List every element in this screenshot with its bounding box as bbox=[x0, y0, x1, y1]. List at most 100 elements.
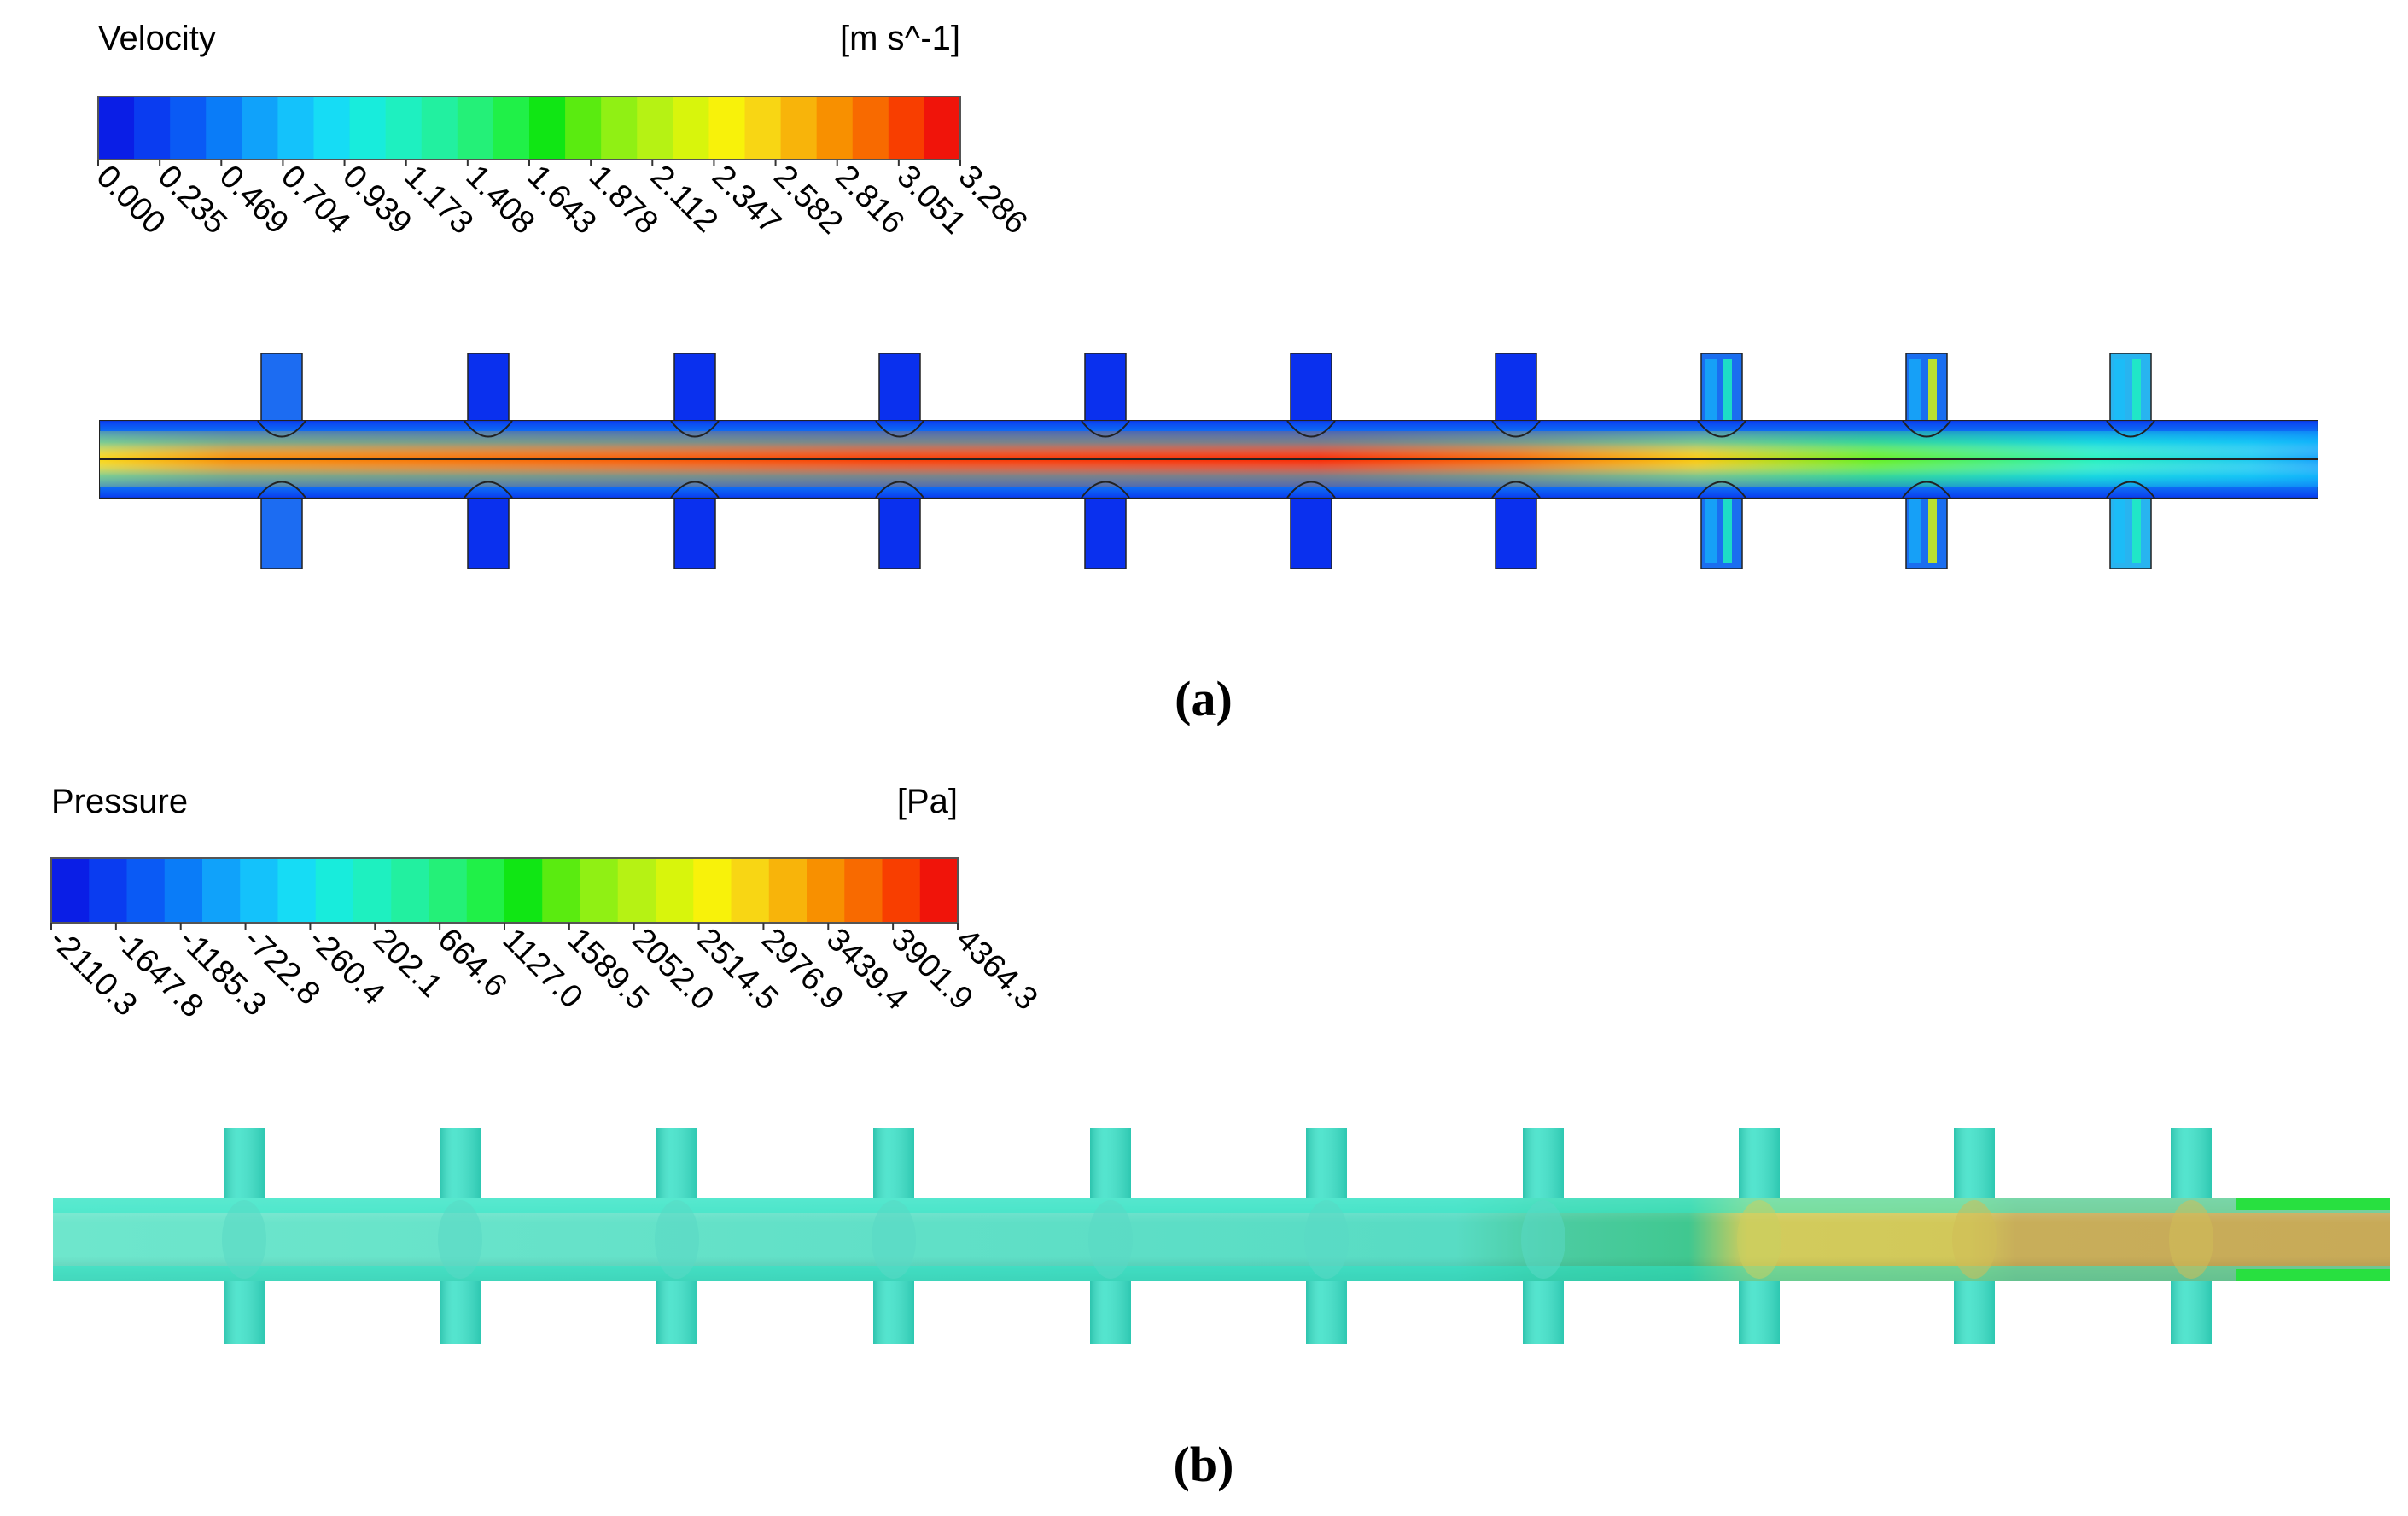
velocity-tick-label: 2.582 bbox=[767, 159, 849, 242]
pressure-junction bbox=[438, 1200, 482, 1279]
pressure-junction bbox=[655, 1200, 699, 1279]
velocity-tick-label: 1.408 bbox=[458, 159, 541, 242]
pressure-color-swatch bbox=[315, 858, 354, 923]
velocity-color-swatch bbox=[98, 96, 135, 160]
pressure-color-swatch bbox=[693, 858, 732, 923]
velocity-color-swatch bbox=[708, 96, 746, 160]
velocity-colorbar bbox=[97, 96, 961, 160]
velocity-junction-contour bbox=[1697, 420, 1746, 438]
pressure-junction bbox=[872, 1200, 916, 1279]
velocity-color-swatch bbox=[170, 96, 207, 160]
velocity-color-swatch bbox=[673, 96, 710, 160]
velocity-color-swatch bbox=[744, 96, 782, 160]
pressure-junction bbox=[2169, 1200, 2213, 1279]
velocity-junction-contour bbox=[875, 481, 924, 499]
pressure-colorbar bbox=[50, 857, 959, 924]
velocity-tick-label: 2.816 bbox=[828, 159, 911, 242]
pressure-junction bbox=[1737, 1200, 1781, 1279]
pressure-junction bbox=[1521, 1200, 1565, 1279]
pressure-color-swatch bbox=[731, 858, 770, 923]
velocity-color-swatch bbox=[457, 96, 494, 160]
pressure-color-swatch bbox=[882, 858, 921, 923]
pressure-color-swatch bbox=[277, 858, 317, 923]
velocity-junction-contour bbox=[1491, 420, 1541, 438]
velocity-junction-contour bbox=[1081, 481, 1130, 499]
pressure-color-swatch bbox=[844, 858, 883, 923]
pressure-pipe-bottom-edge bbox=[53, 1266, 2390, 1281]
velocity-legend-title: Velocity bbox=[98, 20, 216, 57]
velocity-color-swatch bbox=[529, 96, 566, 160]
velocity-junction-contour bbox=[1081, 420, 1130, 438]
velocity-color-swatch bbox=[134, 96, 171, 160]
velocity-junction-contour bbox=[1697, 481, 1746, 499]
velocity-color-swatch bbox=[601, 96, 638, 160]
velocity-tick-label: 0.469 bbox=[213, 159, 295, 242]
velocity-tick-label: 0.235 bbox=[151, 159, 234, 242]
pressure-color-swatch bbox=[580, 858, 619, 923]
pressure-color-swatch bbox=[617, 858, 656, 923]
velocity-color-swatch bbox=[888, 96, 925, 160]
velocity-color-swatch bbox=[277, 96, 315, 160]
pressure-color-swatch bbox=[429, 858, 468, 923]
velocity-tick-label: 0.000 bbox=[90, 159, 172, 242]
pressure-color-swatch bbox=[768, 858, 808, 923]
pressure-color-swatch bbox=[353, 858, 392, 923]
panel-a-label: (a) bbox=[1175, 671, 1233, 726]
velocity-color-swatch bbox=[637, 96, 673, 160]
velocity-junction-contour bbox=[2106, 420, 2155, 438]
velocity-tick-label: 2.347 bbox=[705, 159, 788, 242]
pressure-legend-unit: [Pa] bbox=[897, 783, 958, 820]
velocity-tick-label: 1.878 bbox=[582, 159, 665, 242]
velocity-junction-contour bbox=[2106, 481, 2155, 499]
pressure-color-swatch bbox=[919, 858, 959, 923]
pressure-color-swatch bbox=[391, 858, 430, 923]
velocity-tick-label: 1.173 bbox=[397, 159, 480, 242]
velocity-junction-contour bbox=[464, 481, 513, 499]
velocity-color-swatch bbox=[206, 96, 242, 160]
velocity-tick-label: 2.112 bbox=[644, 159, 725, 240]
pressure-color-swatch bbox=[542, 858, 581, 923]
velocity-color-swatch bbox=[852, 96, 889, 160]
panel-b-label: (b) bbox=[1174, 1437, 1234, 1492]
velocity-color-swatch bbox=[349, 96, 387, 160]
pressure-junction bbox=[222, 1200, 266, 1279]
velocity-tick-label: 0.939 bbox=[335, 159, 418, 242]
velocity-color-swatch bbox=[924, 96, 961, 160]
velocity-junction-contour bbox=[257, 481, 306, 499]
pressure-panel: Pressure [Pa] -2110.3-1647.8-1185.3-722.… bbox=[43, 783, 2390, 1492]
pressure-outlet-top-edge bbox=[2236, 1198, 2390, 1210]
velocity-color-swatch bbox=[816, 96, 854, 160]
pressure-color-swatch bbox=[51, 858, 90, 923]
velocity-color-swatch bbox=[242, 96, 279, 160]
pressure-outlet-bottom-edge bbox=[2236, 1269, 2390, 1281]
pressure-junction bbox=[1952, 1200, 1997, 1279]
pressure-color-swatch bbox=[656, 858, 694, 923]
velocity-tick-label: 3.051 bbox=[889, 159, 972, 242]
pressure-color-swatch bbox=[202, 858, 241, 923]
velocity-tick-labels: 0.0000.2350.4690.7040.9391.1731.4081.643… bbox=[90, 159, 1035, 242]
velocity-tick-label: 1.643 bbox=[521, 159, 603, 242]
pressure-pipe-top-edge bbox=[53, 1198, 2390, 1213]
velocity-legend: Velocity [m s^-1] 0.0000.2350.4690.7040.… bbox=[90, 20, 1035, 242]
velocity-junction-contour bbox=[1902, 420, 1951, 438]
pressure-junction bbox=[1088, 1200, 1133, 1279]
pressure-tick-label: 664.6 bbox=[431, 922, 514, 1005]
pressure-color-swatch bbox=[240, 858, 279, 923]
velocity-color-swatch bbox=[565, 96, 602, 160]
velocity-junction-contour bbox=[464, 420, 513, 438]
pressure-color-swatch bbox=[164, 858, 203, 923]
pressure-junction bbox=[1304, 1200, 1349, 1279]
velocity-junction-contour bbox=[1286, 481, 1336, 499]
velocity-throat-contours bbox=[257, 420, 2155, 499]
pressure-color-swatch bbox=[89, 858, 128, 923]
pressure-legend: Pressure [Pa] -2110.3-1647.8-1185.3-722.… bbox=[43, 783, 1045, 1025]
velocity-color-swatch bbox=[313, 96, 351, 160]
velocity-color-swatch bbox=[421, 96, 458, 160]
velocity-junction-contour bbox=[875, 420, 924, 438]
velocity-tick-label: 0.704 bbox=[274, 159, 357, 242]
pressure-color-swatch bbox=[504, 858, 543, 923]
velocity-color-swatch bbox=[385, 96, 423, 160]
velocity-tick-label: 3.286 bbox=[952, 159, 1035, 242]
pressure-junctions bbox=[222, 1200, 2213, 1279]
